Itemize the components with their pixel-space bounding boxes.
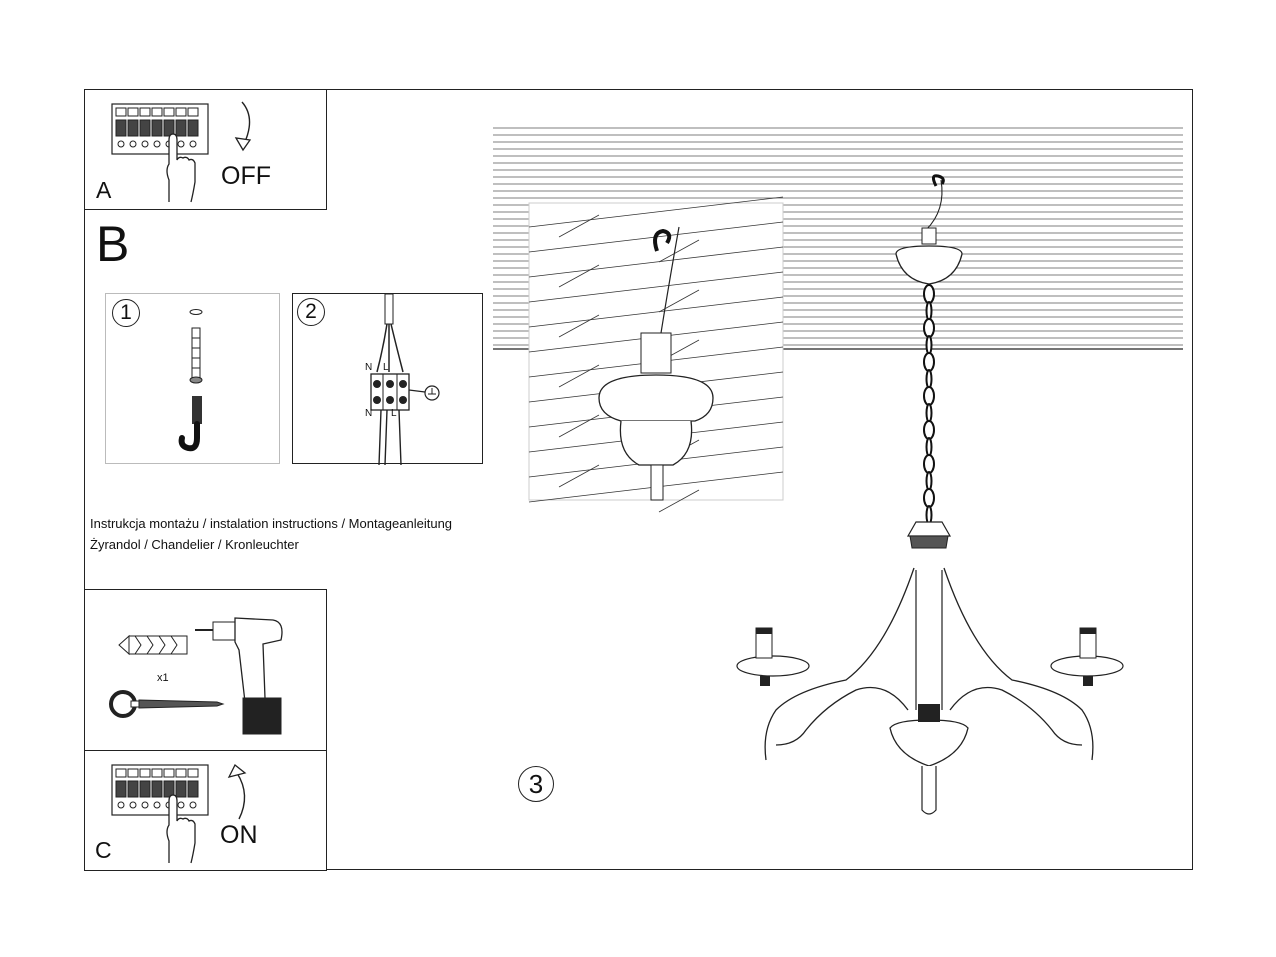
instruction-sheet-frame bbox=[84, 89, 1193, 870]
inset-plank-seam bbox=[558, 464, 600, 488]
hand-icon bbox=[166, 794, 196, 864]
inset-plank-line bbox=[528, 296, 784, 328]
ground-icon bbox=[424, 385, 440, 401]
inset-plank-seam bbox=[658, 289, 700, 313]
breaker-panel-icon bbox=[111, 103, 209, 155]
tools-panel: x1 bbox=[84, 589, 327, 751]
inset-plank-line bbox=[528, 196, 784, 228]
chain-link bbox=[923, 488, 935, 508]
chain-link bbox=[923, 386, 935, 406]
inset-plank-seam bbox=[558, 264, 600, 288]
switch-off-label: OFF bbox=[221, 162, 271, 190]
inset-plank-line bbox=[528, 246, 784, 278]
arrow-down-icon bbox=[234, 101, 252, 152]
step-1-box: 1 bbox=[105, 293, 280, 464]
caption-line-2: Żyrandol / Chandelier / Kronleuchter bbox=[90, 537, 299, 552]
wire-label-l-bottom: L bbox=[391, 408, 397, 419]
panel-b-letter: B bbox=[96, 216, 130, 272]
panel-c-letter: C bbox=[95, 837, 112, 863]
hook-icon bbox=[109, 690, 225, 718]
arrow-up-icon bbox=[227, 763, 247, 820]
panel-a: OFF A bbox=[84, 89, 327, 210]
inset-plank-seam bbox=[558, 314, 600, 338]
step-3-number: 3 bbox=[518, 766, 554, 802]
chain-link bbox=[925, 369, 933, 389]
switch-on-label: ON bbox=[220, 821, 258, 849]
chain-link bbox=[925, 505, 933, 525]
chain-link bbox=[923, 420, 935, 440]
wire-label-l-top: L bbox=[383, 362, 389, 373]
inset-plank-seam bbox=[558, 214, 600, 238]
step-1-number: 1 bbox=[112, 299, 140, 327]
inset-plank-seam bbox=[558, 364, 600, 388]
step-2-box: 2 N L N L bbox=[292, 293, 483, 466]
chain-link bbox=[923, 352, 935, 372]
caption-line-1: Instrukcja montażu / instalation instruc… bbox=[90, 516, 453, 531]
chain-link bbox=[925, 301, 933, 321]
chandelier-icon bbox=[736, 174, 1124, 815]
chain-link bbox=[923, 454, 935, 474]
chain-link bbox=[923, 318, 935, 338]
wall-plug-icon bbox=[189, 309, 203, 384]
inset-plank-seam bbox=[558, 414, 600, 438]
step-2-number: 2 bbox=[297, 298, 325, 326]
quantity-label: x1 bbox=[157, 672, 169, 684]
panel-a-letter: A bbox=[96, 177, 112, 203]
inset-plank-seam bbox=[658, 489, 700, 513]
panel-c: ON C bbox=[84, 750, 327, 871]
chain-link bbox=[923, 284, 935, 304]
chain-link bbox=[925, 403, 933, 423]
hook-icon bbox=[178, 396, 202, 452]
drill-icon bbox=[195, 617, 283, 735]
wire-label-n-top: N bbox=[365, 362, 373, 373]
wall-plug-icon bbox=[118, 634, 188, 656]
inset-plank-line bbox=[528, 271, 784, 303]
ceiling-canopy-icon bbox=[528, 196, 784, 513]
wire-label-n-bottom: N bbox=[365, 408, 373, 419]
hand-icon bbox=[166, 133, 196, 203]
inset-plank-seam bbox=[658, 239, 700, 263]
terminal-block-icon bbox=[370, 293, 426, 466]
breaker-panel-icon bbox=[111, 764, 209, 816]
chain-link bbox=[925, 471, 933, 491]
chain-link bbox=[925, 437, 933, 457]
chain-link bbox=[925, 335, 933, 355]
